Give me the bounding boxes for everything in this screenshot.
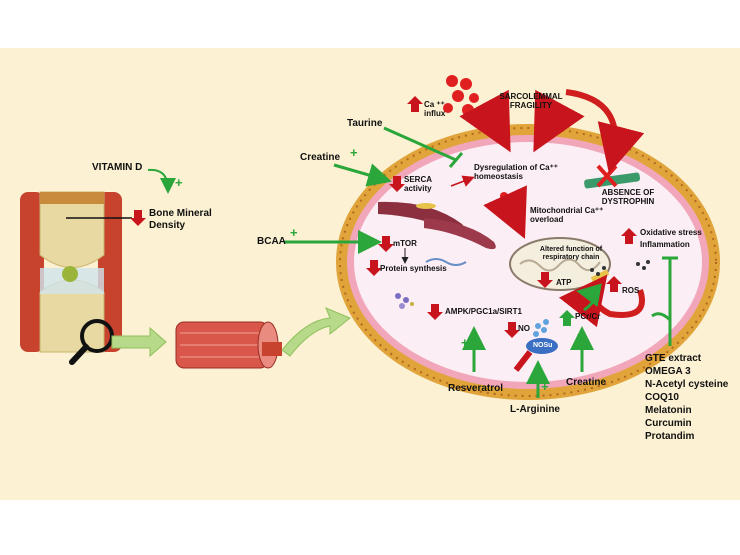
- serca-label: SERCA activity: [404, 175, 432, 194]
- bcaa-plus: +: [290, 225, 298, 240]
- oxidative-stress-label: Oxidative stress: [640, 228, 702, 237]
- muscle-fiber-bundle: [175, 321, 282, 369]
- to-fiber-arrow: [111, 326, 167, 358]
- resveratrol-label: Resveratrol: [448, 383, 504, 394]
- bcaa-label: BCAA: [257, 236, 286, 247]
- ros-label: ROS: [622, 286, 640, 295]
- sarcolemmal-label: SARCOLEMMAL FRAGILITY: [499, 92, 563, 111]
- antioxidant-item: N-Acetyl cysteine: [645, 379, 729, 390]
- antioxidant-item: Melatonin: [645, 405, 692, 416]
- pcr-cr-label: PCr/Cr: [575, 312, 601, 321]
- pcr-increase-arrow: [559, 310, 575, 326]
- dysregulation-label: Dysregulation of Ca⁺⁺ homeostasis: [474, 163, 559, 182]
- antioxidant-item: Protandim: [645, 431, 695, 442]
- inflammation-label: Inflammation: [640, 240, 690, 249]
- to-cell-arrow: [281, 307, 351, 357]
- antioxidant-item: OMEGA 3: [645, 366, 691, 377]
- mtor-label: mTOR: [393, 239, 417, 248]
- knee-joint-illustration: [20, 191, 122, 353]
- nos-block-arrow: [513, 350, 533, 372]
- mito-overload-label: Mitochondrial Ca⁺⁺ overload: [530, 206, 604, 225]
- creatine-bottom-label: Creatine: [566, 377, 607, 388]
- antioxidant-item: Curcumin: [645, 418, 692, 429]
- fragility-arrow: [533, 89, 585, 153]
- creatine-bottom-plus: +: [577, 327, 585, 342]
- vitamin-d-plus: +: [175, 175, 183, 190]
- ca-entry-arrow: [459, 89, 511, 153]
- antioxidant-item: COQ10: [645, 392, 679, 403]
- l-arginine-plus: +: [541, 379, 549, 394]
- protein-synthesis-label: Protein synthesis: [380, 264, 447, 273]
- mito-overload-arrow: [483, 185, 527, 239]
- atp-label: ATP: [556, 278, 572, 287]
- creatine-top-plus: +: [350, 145, 358, 160]
- nos-enzyme: [526, 338, 558, 354]
- sarcoplasmic-reticulum: [378, 201, 496, 250]
- promote-arrows: [284, 163, 602, 398]
- protein-strand: [425, 258, 467, 266]
- increase-arrows: [407, 96, 637, 292]
- resveratrol-plus: +: [461, 335, 469, 350]
- ca-influx-label: Ca ⁺⁺ influx: [424, 100, 446, 119]
- ros-particles: [590, 260, 650, 276]
- nos-label: NOSu: [533, 342, 553, 349]
- l-arginine-label: L-Arginine: [510, 404, 560, 415]
- antioxidant-list: GTE extract OMEGA 3 N-Acetyl cysteine CO…: [645, 352, 728, 443]
- no-label: NO: [518, 324, 530, 333]
- absence-dystrophin-label: ABSENCE OF DYSTROPHIN: [601, 188, 655, 207]
- antioxidant-item: GTE extract: [645, 353, 702, 364]
- ampk-label: AMPK/PGC1a/SIRT1: [445, 307, 522, 316]
- no-molecules: [533, 319, 549, 337]
- altered-function-label: Altered function of respiratory chain: [539, 246, 603, 262]
- creatine-top-label: Creatine: [300, 152, 341, 163]
- bone-density-label: Bone Mineral Density: [149, 208, 212, 231]
- decrease-arrows: [130, 176, 553, 338]
- vitamin-d-label: VITAMIN D: [92, 162, 143, 173]
- inhibit-lines: [383, 126, 678, 346]
- vitamin-d-arrow: [147, 168, 176, 194]
- taurine-label: Taurine: [347, 118, 383, 129]
- ampk-molecule: [395, 293, 414, 309]
